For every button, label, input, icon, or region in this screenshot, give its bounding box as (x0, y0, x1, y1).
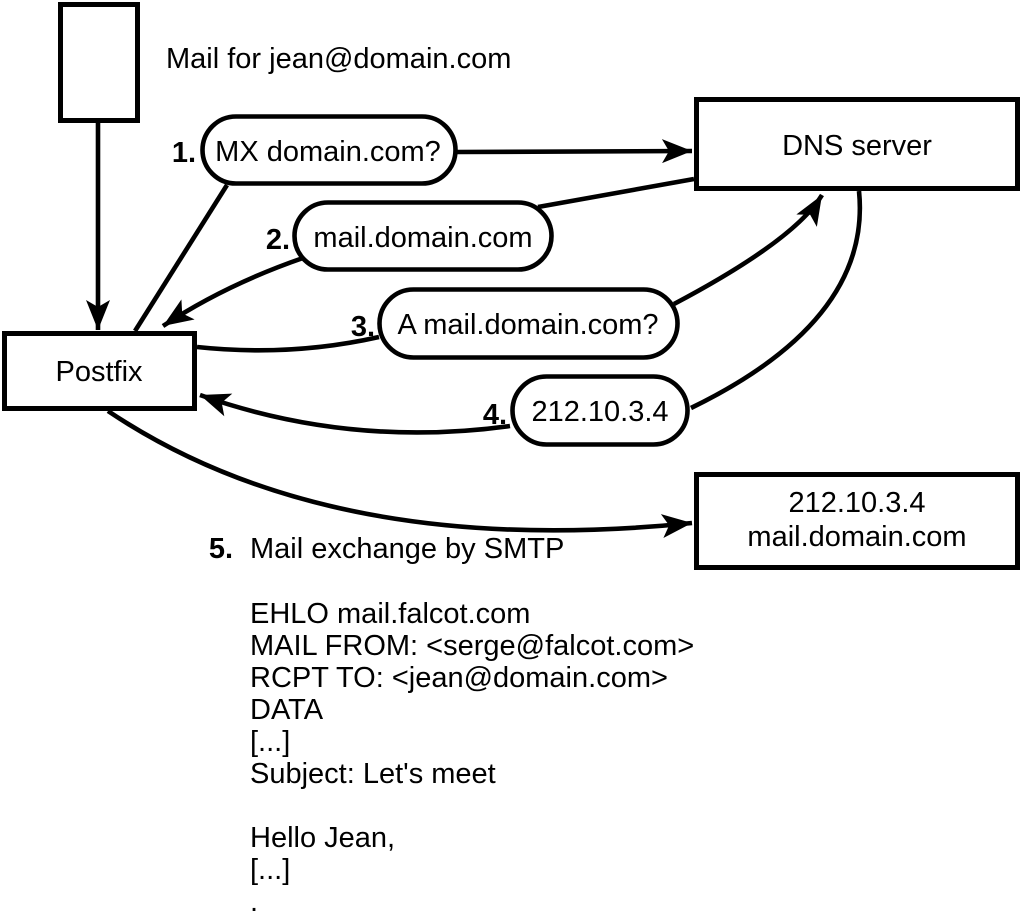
smtp-line: Subject: Let's meet (250, 758, 496, 790)
dns-server-node-label: DNS server (782, 130, 932, 162)
postfix-node-box (2, 331, 197, 411)
step-2-number: 2. (266, 224, 290, 256)
step-5-number: 5. (209, 533, 233, 565)
smtp-line: . (250, 886, 258, 918)
arrow-a-reply-to-postfix (199, 392, 511, 435)
line-postfix-to-a-query (196, 334, 380, 353)
dns-server-node-box (694, 97, 1020, 191)
smtp-line: MAIL FROM: <serge@falcot.com> (250, 630, 694, 662)
smtp-session-transcript: EHLO mail.falcot.com MAIL FROM: <serge@f… (250, 598, 694, 918)
step-2-bubble (292, 200, 554, 272)
mail-title: Mail for jean@domain.com (166, 43, 511, 75)
step-4-bubble (510, 374, 690, 447)
step-1-label: MX domain.com? (215, 136, 441, 168)
arrow-a-query-to-dns (672, 193, 824, 307)
smtp-line: [...] (250, 854, 290, 886)
smtp-line: Hello Jean, (250, 822, 395, 854)
mail-server-ip-label: 212.10.3.4 (788, 487, 925, 519)
arrow-smtp-to-mail-server (106, 409, 693, 538)
mail-server-node-box (694, 472, 1020, 570)
step-3-number: 3. (351, 311, 375, 343)
arrow-mx-query-to-dns (456, 139, 693, 164)
arrow-mx-reply-to-postfix (161, 255, 304, 328)
smtp-line: DATA (250, 694, 324, 726)
smtp-line: [...] (250, 726, 290, 758)
step-4-number: 4. (483, 399, 507, 431)
step-3-label: A mail.domain.com? (397, 309, 658, 341)
line-dns-to-mx-reply (537, 176, 695, 210)
smtp-line: EHLO mail.falcot.com (250, 598, 530, 630)
smtp-line: RCPT TO: <jean@domain.com> (250, 662, 668, 694)
step-4-label: 212.10.3.4 (531, 396, 668, 428)
postfix-node-label: Postfix (55, 356, 143, 388)
step-5-label: Mail exchange by SMTP (250, 533, 564, 565)
step-3-bubble (377, 287, 680, 360)
line-dns-to-a-reply (689, 190, 863, 411)
step-1-number: 1. (172, 137, 196, 169)
step-2-label: mail.domain.com (313, 222, 532, 254)
line-postfix-to-mx-query (133, 183, 229, 333)
mail-server-hostname-label: mail.domain.com (747, 521, 966, 553)
envelope-icon (58, 2, 140, 123)
step-1-bubble (200, 114, 458, 186)
